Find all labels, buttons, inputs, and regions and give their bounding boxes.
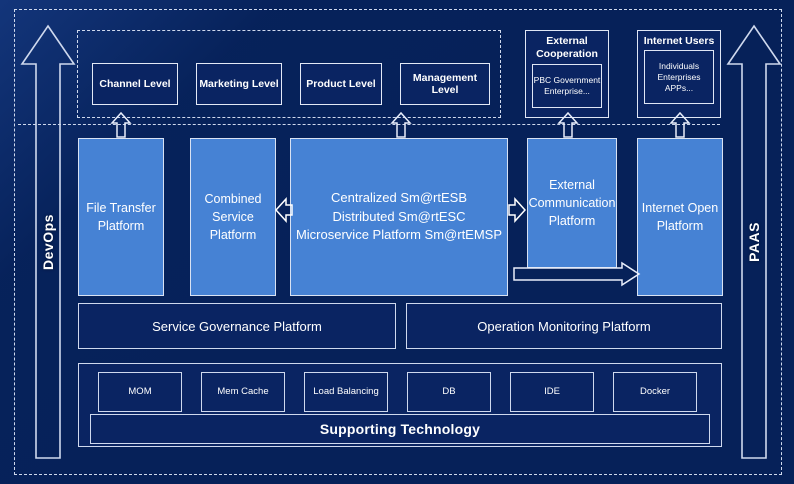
- tech-cell-ide[interactable]: IDE: [510, 372, 594, 412]
- paas-label: PAAS: [746, 222, 762, 262]
- up-arrow-shape: [726, 24, 782, 459]
- level-label: Marketing Level: [199, 77, 279, 90]
- tech-cell-docker[interactable]: Docker: [613, 372, 697, 412]
- level-box-management[interactable]: Management Level: [400, 63, 490, 105]
- tech-label: Mem Cache: [217, 386, 269, 398]
- arrow-right-to-external-communication: [507, 197, 527, 227]
- platform-external-communication[interactable]: External Communication Platform: [527, 138, 617, 268]
- external-cooperation-box[interactable]: External Cooperation PBC Government Ente…: [525, 30, 609, 118]
- platform-file-transfer[interactable]: File Transfer Platform: [78, 138, 164, 296]
- operation-monitoring-platform[interactable]: Operation Monitoring Platform: [406, 303, 722, 349]
- platform-line-1: Centralized Sm@rtESB: [330, 189, 468, 205]
- devops-label: DevOps: [40, 214, 56, 270]
- platform-label: External Communication Platform: [528, 177, 616, 229]
- external-cooperation-title: External Cooperation: [536, 35, 598, 61]
- platform-combined-service[interactable]: Combined Service Platform: [190, 138, 276, 296]
- connector-up-arrow-external-communication: [557, 111, 579, 138]
- supporting-technology-label: Supporting Technology: [319, 421, 481, 437]
- tech-label: Load Balancing: [313, 386, 379, 398]
- level-box-channel[interactable]: Channel Level: [92, 63, 178, 105]
- platform-line-2: Distributed Sm@rtESC: [332, 208, 466, 224]
- platform-line-3: Microservice Platform Sm@rtEMSP: [295, 227, 503, 243]
- tech-label: Docker: [639, 386, 671, 398]
- up-arrow-shape: [20, 24, 76, 459]
- tech-cell-mem-cache[interactable]: Mem Cache: [201, 372, 285, 412]
- tech-label: MOM: [128, 386, 152, 398]
- internet-users-title: Internet Users: [643, 35, 715, 47]
- tech-label: DB: [442, 386, 456, 398]
- tech-cell-load-balancing[interactable]: Load Balancing: [304, 372, 388, 412]
- business-levels-group: [77, 30, 501, 118]
- platform-internet-open[interactable]: Internet Open Platform: [637, 138, 723, 296]
- layer-separator-dashed-line: [18, 124, 720, 125]
- supporting-technology-bar: Supporting Technology: [90, 414, 710, 444]
- tech-cell-db[interactable]: DB: [407, 372, 491, 412]
- level-box-marketing[interactable]: Marketing Level: [196, 63, 282, 105]
- platform-label: File Transfer Platform: [86, 200, 156, 233]
- connector-up-arrow-center: [390, 111, 412, 138]
- tech-cell-mom[interactable]: MOM: [98, 372, 182, 412]
- connector-up-arrow-channel: [110, 111, 132, 138]
- platform-label: Internet Open Platform: [641, 200, 719, 233]
- internet-users-detail: Individuals Enterprises APPs...: [643, 50, 715, 105]
- arrow-left-to-combined-service: [274, 197, 293, 227]
- governance-label: Operation Monitoring Platform: [477, 318, 651, 334]
- governance-label: Service Governance Platform: [152, 318, 322, 334]
- level-label: Management Level: [412, 71, 478, 96]
- connector-up-arrow-internet-open: [669, 111, 691, 138]
- devops-side-arrow: DevOps: [20, 22, 76, 462]
- tech-label: IDE: [544, 386, 560, 398]
- paas-side-arrow: PAAS: [726, 22, 782, 462]
- external-cooperation-detail: PBC Government Enterprise...: [531, 64, 603, 109]
- level-label: Product Level: [306, 77, 376, 90]
- platform-esb-esc-emsp[interactable]: Centralized Sm@rtESB Distributed Sm@rtES…: [290, 138, 508, 296]
- arrow-long-right-to-internet-open: [513, 261, 641, 291]
- level-label: Channel Level: [99, 77, 171, 90]
- internet-users-box[interactable]: Internet Users Individuals Enterprises A…: [637, 30, 721, 118]
- level-box-product[interactable]: Product Level: [300, 63, 382, 105]
- service-governance-platform[interactable]: Service Governance Platform: [78, 303, 396, 349]
- platform-label: Combined Service Platform: [204, 191, 262, 243]
